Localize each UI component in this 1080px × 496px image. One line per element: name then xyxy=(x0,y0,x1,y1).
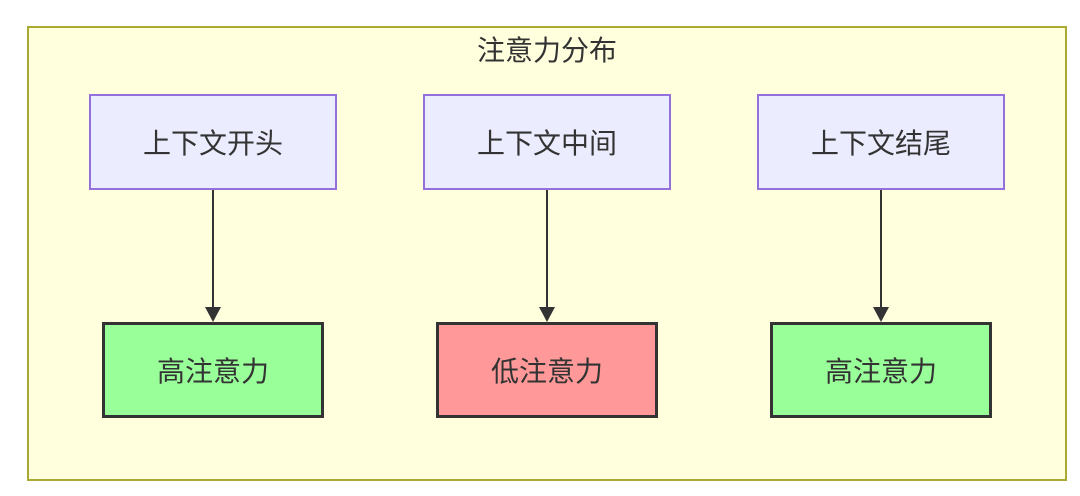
arrow-context-middle-to-result xyxy=(539,190,555,322)
arrow-context-end-to-result xyxy=(873,190,889,322)
arrow-line xyxy=(212,190,214,307)
node-result-high-attention-right: 高注意力 xyxy=(770,322,992,418)
node-result-high-attention-left: 高注意力 xyxy=(102,322,324,418)
flow-column-context-start: 上下文开头 高注意力 xyxy=(89,94,337,418)
arrow-head-icon xyxy=(205,307,221,322)
arrow-head-icon xyxy=(873,307,889,322)
diagram-title: 注意力分布 xyxy=(476,35,617,66)
node-result-low-attention: 低注意力 xyxy=(436,322,658,418)
arrow-context-start-to-result xyxy=(205,190,221,322)
arrow-line xyxy=(546,190,548,307)
flow-column-context-end: 上下文结尾 高注意力 xyxy=(757,94,1005,418)
node-context-middle: 上下文中间 xyxy=(423,94,671,190)
arrow-line xyxy=(880,190,882,307)
flow-columns: 上下文开头 高注意力 上下文中间 低注意力 上下文结尾 高注意力 xyxy=(29,94,1065,418)
node-context-start: 上下文开头 xyxy=(89,94,337,190)
node-context-end: 上下文结尾 xyxy=(757,94,1005,190)
attention-distribution-diagram: 注意力分布 上下文开头 高注意力 上下文中间 低注意力 上下文结尾 高注 xyxy=(27,26,1067,481)
flow-column-context-middle: 上下文中间 低注意力 xyxy=(423,94,671,418)
arrow-head-icon xyxy=(539,307,555,322)
